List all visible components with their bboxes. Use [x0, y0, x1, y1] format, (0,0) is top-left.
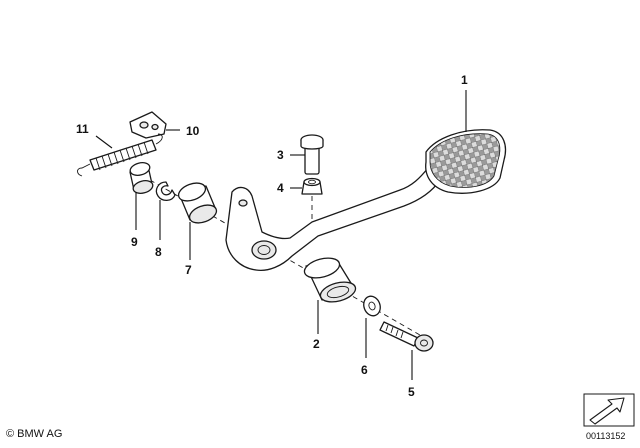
direction-arrow-icon: [583, 393, 635, 427]
image-number: 00113152: [586, 431, 626, 441]
copyright-label: © BMW AG: [6, 428, 63, 440]
callout-10: 10: [186, 124, 200, 138]
washer: [363, 295, 381, 317]
callout-3: 3: [277, 148, 284, 162]
pivot-bolt: [379, 321, 434, 352]
callout-7: 7: [185, 263, 192, 277]
leader-lines: [95, 90, 467, 380]
callout-2: 2: [313, 337, 320, 351]
copyright-notice: © BMW AG: [6, 428, 62, 440]
spring-bracket: [129, 111, 167, 139]
pedal-lever: [225, 167, 441, 272]
callout-1: 1: [461, 73, 468, 87]
nut: [301, 177, 323, 195]
callout-5: 5: [408, 385, 415, 399]
callout-8: 8: [155, 245, 162, 259]
bolt: [300, 134, 324, 175]
callout-4: 4: [277, 181, 284, 195]
callout-6: 6: [361, 363, 368, 377]
callout-11: 11: [76, 122, 89, 136]
tension-spring: [77, 133, 163, 177]
callout-9: 9: [131, 235, 138, 249]
spacer-bushing: [177, 182, 218, 224]
foot-pad: [425, 129, 507, 194]
spring-sleeve: [129, 162, 154, 194]
circlip: [155, 181, 176, 202]
bushing-sleeve: [303, 257, 357, 303]
